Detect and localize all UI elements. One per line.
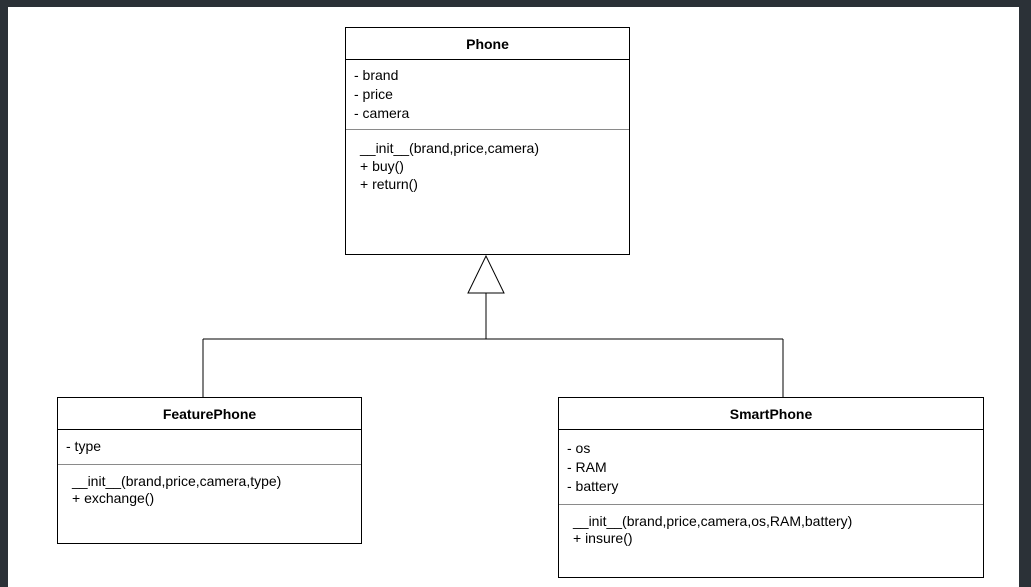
class-featurephone-methods: __init__(brand,price,camera,type) + exch…	[58, 465, 361, 513]
class-phone[interactable]: Phone - brand - price - camera __init__(…	[345, 27, 630, 255]
attribute: - camera	[354, 105, 410, 121]
attribute: - brand	[354, 67, 399, 83]
inheritance-connectors	[202, 254, 784, 397]
class-featurephone-name: FeaturePhone	[58, 398, 361, 430]
method: __init__(brand,price,camera,type)	[72, 473, 282, 489]
generalization-arrowhead-icon	[467, 254, 505, 294]
class-smartphone-name: SmartPhone	[559, 398, 983, 430]
attribute: - os	[567, 440, 591, 456]
attribute: - battery	[567, 478, 619, 494]
class-phone-name: Phone	[346, 28, 629, 60]
method: + buy()	[360, 158, 404, 174]
method: + exchange()	[72, 490, 155, 506]
method: + return()	[360, 176, 418, 192]
class-featurephone[interactable]: FeaturePhone - type __init__(brand,price…	[57, 397, 362, 544]
method: + insure()	[573, 530, 633, 546]
class-smartphone-methods: __init__(brand,price,camera,os,RAM,batte…	[559, 505, 983, 553]
class-smartphone-attributes: - os - RAM - battery	[559, 430, 983, 505]
class-smartphone[interactable]: SmartPhone - os - RAM - battery __init__…	[558, 397, 984, 578]
class-phone-attributes: - brand - price - camera	[346, 60, 629, 130]
method: __init__(brand,price,camera,os,RAM,batte…	[573, 513, 853, 529]
method: __init__(brand,price,camera)	[360, 140, 539, 156]
diagram-canvas: Phone - brand - price - camera __init__(…	[8, 7, 1019, 587]
attribute: - type	[66, 438, 102, 454]
class-featurephone-attributes: - type	[58, 430, 361, 465]
class-phone-methods: __init__(brand,price,camera) + buy() + r…	[346, 130, 629, 200]
attribute: - price	[354, 86, 393, 102]
attribute: - RAM	[567, 459, 607, 475]
